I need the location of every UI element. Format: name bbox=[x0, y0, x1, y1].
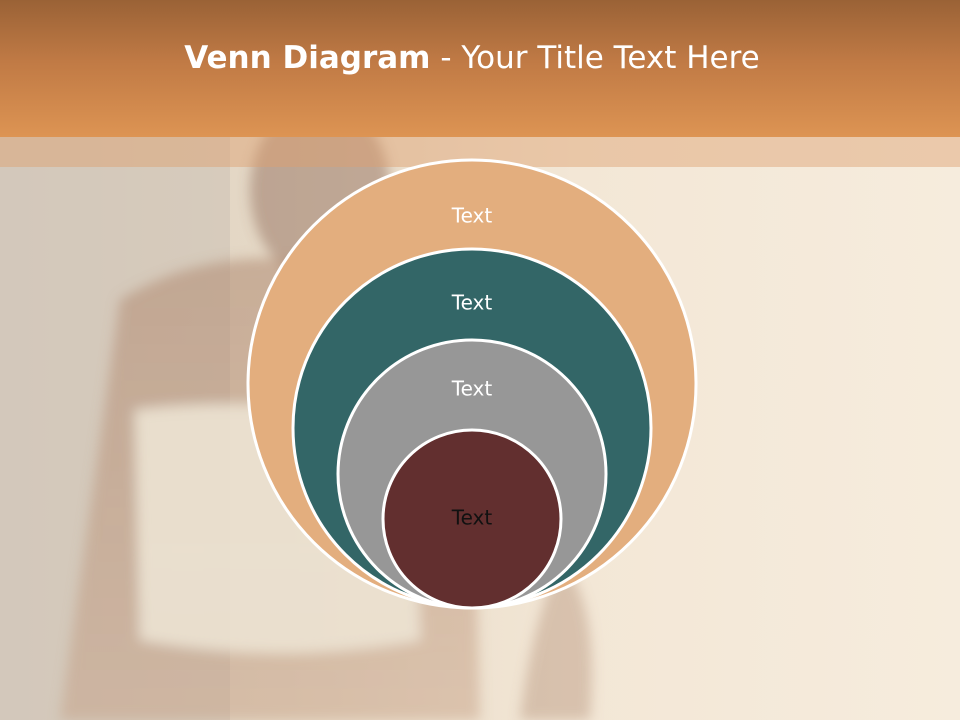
inner-circle bbox=[381, 428, 563, 610]
outer-circle-label: Text bbox=[451, 204, 493, 228]
title-bold: Venn Diagram bbox=[184, 40, 431, 76]
third-circle-label: Text bbox=[451, 377, 493, 401]
title-bar bbox=[0, 0, 960, 137]
title-rest: - Your Title Text Here bbox=[430, 40, 760, 76]
second-circle-label: Text bbox=[451, 291, 493, 315]
slide-title: Venn Diagram - Your Title Text Here bbox=[0, 40, 944, 76]
inner-circle-label: Text bbox=[451, 506, 493, 530]
